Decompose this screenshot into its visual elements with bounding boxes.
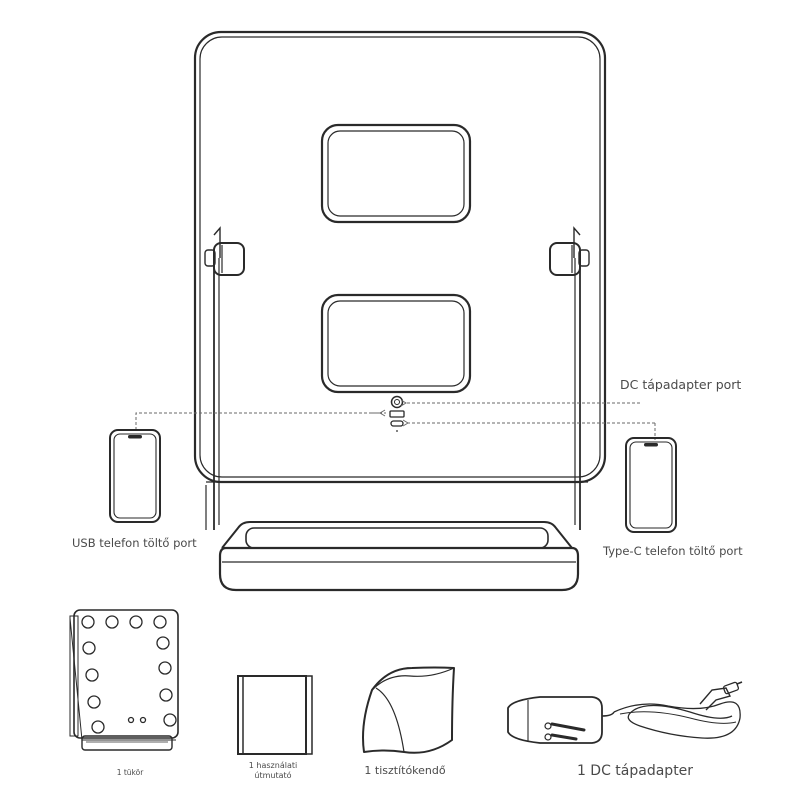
base-body [218,546,580,592]
base-tray [221,521,573,549]
pivot-knob-right [549,242,581,276]
light-panel-top [320,123,472,224]
small-mirror [69,609,179,751]
manual-booklet [237,675,313,755]
typec-port-label: Type-C telefon töltő port [603,544,743,558]
manual-caption-line1: 1 használati [248,761,298,770]
light-panel-bottom-inner [327,300,465,387]
dc-port-label: DC tápadapter port [620,377,742,392]
cloth-caption: 1 tisztítókendő [364,764,446,777]
usb-port-icon [389,410,405,418]
mirror-caption: 1 tükör [116,768,144,777]
dc-adapter [507,681,743,744]
manual-caption-line2: útmutató [254,771,292,780]
pivot-knob-left [213,242,245,276]
light-panel-bottom [320,293,472,394]
dc-port-icon [390,395,404,409]
main-mirror [193,30,607,592]
manual-caption: 1 használati útmutató [228,761,318,781]
phone-left-notch [128,435,142,439]
phone-left [109,429,161,523]
adapter-caption: 1 DC tápadapter [576,763,694,779]
mirror-frame-outer [193,30,607,484]
usb-callout-line [135,412,386,430]
phone-right-notch [644,443,658,447]
typec-port-icon [390,420,404,427]
small-mirror-base [81,735,173,751]
usb-port-label: USB telefon töltő port [72,536,197,550]
phone-right [625,437,677,533]
callout-lines [135,399,656,440]
cleaning-cloth [362,666,455,754]
mirror-frame-inner [199,36,601,478]
light-panel-top-inner [327,130,465,217]
